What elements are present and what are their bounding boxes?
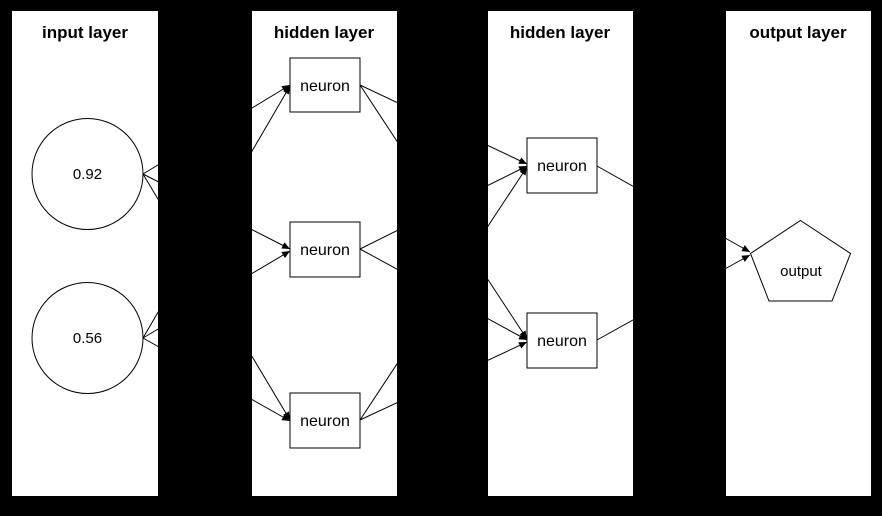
- connection-line: [142, 337, 291, 422]
- input-node-1-value: 0.92: [73, 166, 102, 183]
- hidden1-neuron-2-box: [289, 221, 361, 278]
- hidden-layer-2-panel: [488, 11, 633, 496]
- input-node-1-circle: [31, 118, 144, 230]
- connections-input-to-hidden1: [142, 84, 291, 422]
- hidden2-neuron-1-label: neuron: [537, 158, 587, 175]
- input-node-2-circle: [31, 282, 144, 394]
- hidden2-neuron-1-box: [526, 137, 598, 194]
- hidden2-neuron-2: neuron: [526, 312, 598, 369]
- output-node-pentagon: [749, 219, 852, 302]
- hidden1-neuron-1: neuron: [289, 57, 361, 113]
- hidden2-neuron-1: neuron: [526, 137, 598, 194]
- connection-line: [359, 166, 528, 421]
- connection-line: [359, 341, 528, 421]
- output-node-label: output: [780, 263, 823, 280]
- connection-line: [359, 84, 528, 165]
- input-layer-panel: [12, 11, 158, 496]
- input-layer-title: input layer: [42, 23, 128, 42]
- connections-hidden2-to-output: [596, 165, 751, 341]
- hidden2-neuron-2-label: neuron: [537, 333, 587, 350]
- connection-line: [359, 165, 528, 250]
- hidden2-neuron-2-box: [526, 312, 598, 369]
- hidden1-neuron-1-label: neuron: [300, 78, 350, 95]
- hidden1-neuron-2-label: neuron: [300, 242, 350, 259]
- input-node-2: 0.56: [31, 282, 144, 394]
- hidden1-neuron-1-box: [289, 57, 361, 113]
- connections-hidden1-to-hidden2: [359, 84, 528, 421]
- connection-line: [359, 84, 528, 340]
- input-node-2-value: 0.56: [73, 330, 102, 347]
- input-node-1: 0.92: [31, 118, 144, 230]
- connection-line: [142, 250, 291, 339]
- hidden-layer-1-title: hidden layer: [274, 23, 375, 42]
- output-node: output: [749, 219, 852, 302]
- connection-line: [596, 165, 751, 253]
- hidden1-neuron-3-box: [289, 392, 361, 449]
- hidden1-neuron-3: neuron: [289, 392, 361, 449]
- connection-line: [142, 85, 291, 339]
- connection-line: [596, 254, 751, 341]
- connection-line: [142, 84, 291, 175]
- hidden1-neuron-3-label: neuron: [300, 413, 350, 430]
- connection-line: [142, 173, 291, 421]
- connection-line: [359, 248, 528, 341]
- hidden-layer-2-title: hidden layer: [510, 23, 611, 42]
- hidden1-neuron-2: neuron: [289, 221, 361, 278]
- output-layer-title: output layer: [749, 23, 847, 42]
